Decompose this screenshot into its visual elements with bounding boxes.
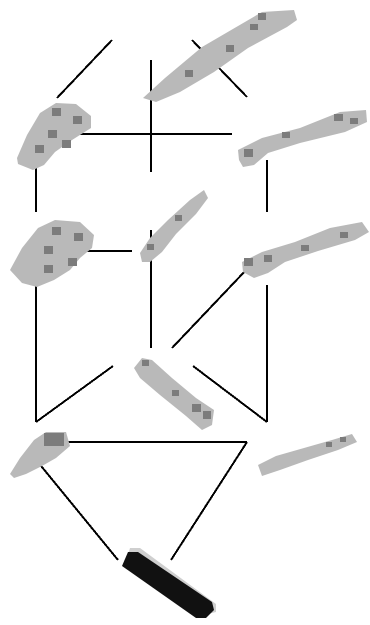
edge-bottom-right-diag: [171, 442, 247, 560]
edge-row3-right-diag: [172, 268, 248, 348]
node-gray-stick-small-icon: [140, 190, 208, 262]
edge-row4-left-diag: [36, 366, 113, 422]
node-gray-blob-small-icon: [10, 432, 70, 478]
node-gray-stick-icon: [242, 222, 369, 278]
edge-bottom-left-diag: [37, 461, 118, 560]
node-gray-blob-icon: [10, 220, 94, 287]
node-gray-stick-icon: [238, 110, 367, 167]
edge-top-left-diag: [57, 40, 112, 98]
node-gray-stick-short-icon: [134, 358, 214, 430]
node-gray-stick-icon: [143, 10, 297, 102]
node-black-bar-icon: [122, 548, 216, 618]
node-gray-blob-icon: [17, 103, 91, 170]
node-gray-stick-thin-icon: [258, 434, 357, 476]
